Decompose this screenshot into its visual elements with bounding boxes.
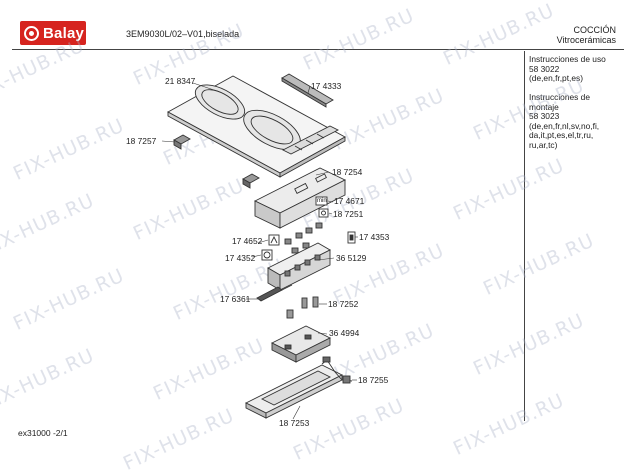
instructions-use: Instrucciones de uso 58 3022 (de,en,fr,p… (529, 54, 606, 83)
cooktop-glass (167, 75, 346, 178)
exploded-diagram (161, 73, 358, 420)
part-label-174652: 17 4652 (232, 236, 263, 246)
part-label-174671: 17 4671 (334, 196, 365, 206)
logo-icon (24, 25, 39, 41)
part-label-218347: 21 8347 (165, 76, 196, 86)
wire-connector (321, 356, 353, 384)
instructions-mounting: Instrucciones de montaje 58 3023 (de,en,… (529, 92, 600, 150)
connector-part (242, 173, 260, 189)
part-label-174352: 17 4352 (225, 253, 256, 263)
part-label-187251: 18 7251 (333, 209, 364, 219)
min-badge-text: min (317, 198, 327, 204)
header-divider (12, 49, 624, 50)
category-subtitle: Vitrocerámicas (556, 35, 616, 45)
part-label-174353: 17 4353 (359, 232, 390, 242)
category-title: COCCIÓN (573, 25, 617, 35)
module-housing (253, 167, 347, 229)
bottom-tray (244, 364, 344, 419)
part-label-176361: 17 6361 (220, 294, 251, 304)
part-label-364994: 36 4994 (329, 328, 360, 338)
pins-part (286, 296, 319, 319)
part-label-365129: 36 5129 (336, 253, 367, 263)
sidebar-panel (524, 51, 625, 421)
part-label-187255: 18 7255 (358, 375, 389, 385)
part-label-187252: 18 7252 (328, 299, 359, 309)
ribbon-cable (256, 284, 293, 302)
page-code: ex31000 -2/1 (18, 428, 68, 438)
clip-part (173, 134, 191, 150)
part-label-187254: 18 7254 (332, 167, 363, 177)
part-label-174333: 17 4333 (311, 81, 342, 91)
leader-lines (161, 82, 358, 420)
brand-logo: Balay (20, 21, 86, 45)
control-board (267, 242, 331, 291)
knob-row (284, 222, 323, 254)
brand-name: Balay (43, 24, 85, 42)
part-label-187253: 18 7253 (279, 418, 310, 428)
trim-strip (281, 73, 334, 108)
model-number: 3EM9030L/02–V01,biselada (126, 29, 240, 39)
power-board (270, 325, 332, 363)
part-label-187257: 18 7257 (126, 136, 157, 146)
